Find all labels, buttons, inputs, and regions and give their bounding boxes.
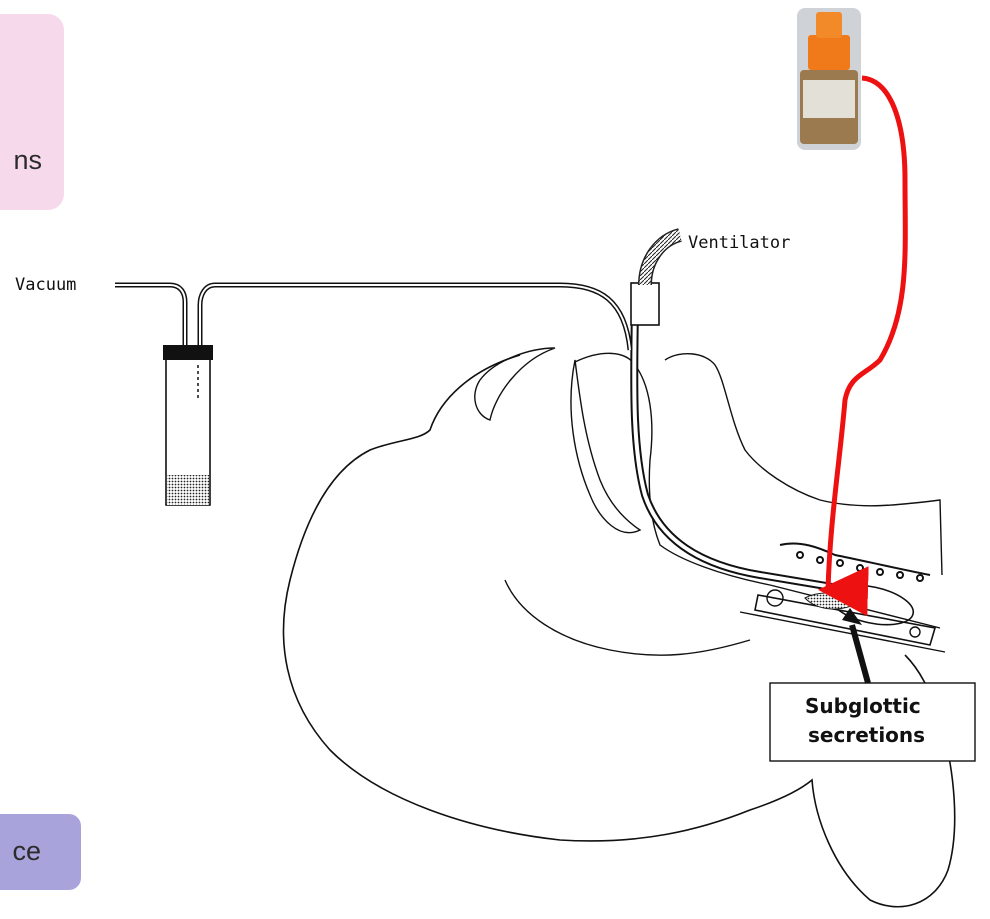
secretions-label-line1: Subglottic [805, 694, 921, 718]
trap-cap [163, 345, 213, 360]
epiglottis [665, 354, 942, 575]
tracheal-rings [780, 543, 930, 581]
pharynx-wall-back [575, 353, 770, 585]
endotracheal-tube-inner [634, 290, 850, 590]
secretions-label-line2: secretions [808, 723, 925, 747]
trap-sediment [167, 475, 209, 505]
endotracheal-tube-outer [634, 290, 850, 590]
tongue-contour [571, 360, 640, 533]
tube-connector [631, 283, 659, 325]
specimen-bottle-icon [797, 8, 861, 150]
vacuum-label: Vacuum [15, 275, 76, 295]
secretion-pool [805, 593, 858, 609]
mandible-contour [505, 580, 750, 655]
red-arrow [828, 78, 905, 590]
palate-contour [475, 348, 555, 420]
black-arrow [852, 625, 868, 683]
ventilator-label: Ventilator [688, 233, 790, 253]
vacuum-line [115, 285, 185, 345]
suction-line [200, 285, 630, 350]
trachea-lower-wall [740, 612, 945, 652]
